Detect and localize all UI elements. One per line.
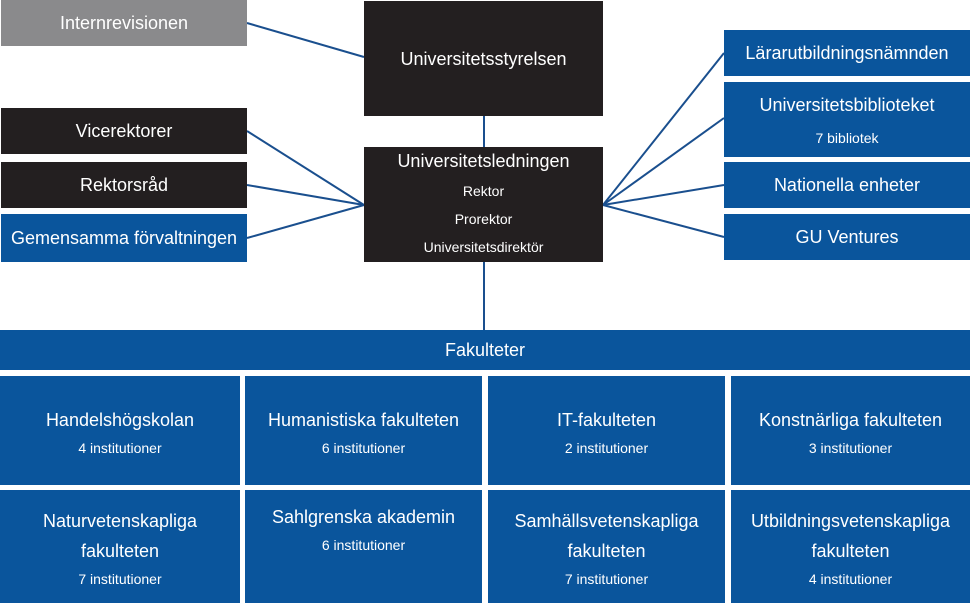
lararutbildningsnamnden-label: Lärarutbildningsnämnden xyxy=(745,43,949,63)
lararutbildningsnamnden-box: Lärarutbildningsnämnden xyxy=(724,30,970,76)
connector-ventures xyxy=(602,204,725,238)
faculty-name: IT-fakulteten xyxy=(556,409,657,430)
connector-vicerektorer xyxy=(246,130,365,206)
faculty-name: Konstnärliga fakulteten xyxy=(758,409,943,430)
faculty-tile: Humanistiska fakulteten 6 institutioner xyxy=(245,376,482,485)
faculty-name: Handelshögskolan xyxy=(45,409,195,430)
vicerektorer-label: Vicerektorer xyxy=(75,121,173,141)
vicerektorer-box: Vicerektorer xyxy=(1,108,247,154)
faculty-institutions: 6 institutioner xyxy=(321,537,406,553)
connector-bibliotek xyxy=(602,117,725,206)
connector-lararutbildning xyxy=(602,52,725,206)
gu-ventures-label: GU Ventures xyxy=(795,227,899,247)
connector-gemensamma xyxy=(246,204,365,239)
universitetsstyrelsen-box: Universitetsstyrelsen xyxy=(364,1,603,116)
fakulteter-header: Fakulteter xyxy=(0,330,970,370)
faculty-tile: Handelshögskolan 4 institutioner xyxy=(0,376,240,485)
universitetsstyrelsen-label: Universitetsstyrelsen xyxy=(400,48,567,69)
faculty-tile: Naturvetenskapliga fakulteten 7 institut… xyxy=(0,490,240,603)
universitetsbiblioteket-sub: 7 bibliotek xyxy=(815,129,879,146)
faculty-name-line1: Naturvetenskapliga xyxy=(42,510,198,531)
rektorsrad-box: Rektorsråd xyxy=(1,162,247,208)
faculty-name-line2: fakulteten xyxy=(811,540,890,561)
faculty-tile: IT-fakulteten 2 institutioner xyxy=(488,376,725,485)
faculty-name-line2: fakulteten xyxy=(80,540,160,561)
faculty-institutions: 7 institutioner xyxy=(564,570,649,587)
universitetsbiblioteket-box: Universitetsbiblioteket 7 bibliotek xyxy=(724,82,970,157)
rektorsrad-label: Rektorsråd xyxy=(79,175,169,195)
internrevisionen-label: Internrevisionen xyxy=(59,13,189,33)
universitetsledningen-title: Universitetsledningen xyxy=(397,150,570,171)
faculty-name-line2: fakulteten xyxy=(567,540,646,561)
gemensamma-forvaltningen-box: Gemensamma förvaltningen xyxy=(1,214,247,262)
faculty-tile: Sahlgrenska akademin 6 institutioner xyxy=(245,490,482,603)
connector-internrevisionen xyxy=(246,22,365,58)
faculty-institutions: 4 institutioner xyxy=(78,439,162,456)
role-universitetsdirektor: Universitetsdirektör xyxy=(423,238,544,255)
faculty-tile: Utbildningsvetenskapliga fakulteten 4 in… xyxy=(731,490,970,603)
faculty-institutions: 3 institutioner xyxy=(808,439,893,456)
connector-rektorsrad xyxy=(246,184,365,206)
faculty-institutions: 7 institutioner xyxy=(78,570,162,587)
faculty-institutions: 2 institutioner xyxy=(564,439,649,456)
faculty-institutions: 6 institutioner xyxy=(321,439,406,456)
nationella-enheter-label: Nationella enheter xyxy=(773,175,921,195)
gu-ventures-box: GU Ventures xyxy=(724,214,970,260)
faculty-tile: Konstnärliga fakulteten 3 institutioner xyxy=(731,376,970,485)
faculty-name: Humanistiska fakulteten xyxy=(267,409,460,430)
internrevisionen-box: Internrevisionen xyxy=(1,0,247,46)
faculty-name-line1: Utbildningsvetenskapliga xyxy=(750,510,951,531)
fakulteter-title: Fakulteter xyxy=(444,340,526,360)
faculty-tile: Samhällsvetenskapliga fakulteten 7 insti… xyxy=(488,490,725,603)
nationella-enheter-box: Nationella enheter xyxy=(724,162,970,208)
universitetsbiblioteket-label: Universitetsbiblioteket xyxy=(759,94,935,115)
role-rektor: Rektor xyxy=(462,182,505,199)
gemensamma-forvaltningen-label: Gemensamma förvaltningen xyxy=(10,228,238,248)
role-prorektor: Prorektor xyxy=(454,210,513,227)
faculty-name-line1: Samhällsvetenskapliga xyxy=(514,510,699,531)
connector-nationella xyxy=(602,184,725,206)
faculty-name: Sahlgrenska akademin xyxy=(271,507,456,527)
faculty-institutions: 4 institutioner xyxy=(808,570,893,587)
universitetsledningen-box: Universitetsledningen Rektor Prorektor U… xyxy=(364,147,603,262)
